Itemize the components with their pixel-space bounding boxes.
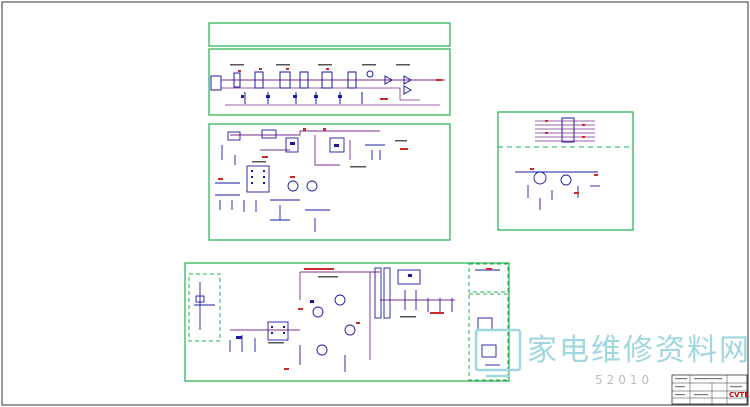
watermark-chinese-text: 家电维修资料网 [527, 333, 750, 368]
block-pfc-controller [208, 123, 451, 241]
watermark-digits: 52010 [595, 373, 653, 387]
block-main-power [184, 262, 510, 382]
title-block-logo: CVTE [729, 391, 749, 399]
block-right-standby [497, 111, 634, 231]
title-block: CVTE [671, 374, 749, 405]
block-header-strip [208, 22, 451, 47]
block-input-filter [208, 48, 451, 116]
tv-screen-icon [474, 328, 522, 378]
watermark: 家电维修资料网 52010 [474, 328, 750, 387]
